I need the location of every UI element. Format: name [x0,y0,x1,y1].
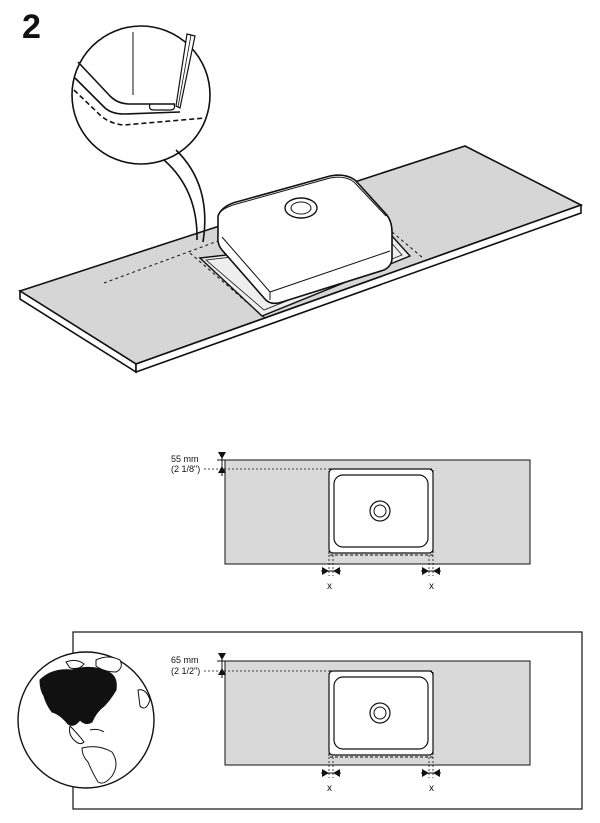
gap-marker-right [421,555,441,576]
gap-label-left: x [327,783,332,794]
step-number: 2 [22,8,41,46]
offset-value-label: 55 mm [171,454,199,464]
gap-marker-left [321,555,341,576]
top-view-diagram-1: 55 mm (2 1/8") x x [171,452,531,592]
gap-label-right: x [429,581,434,592]
offset-imperial-label: (2 1/8") [171,464,200,474]
globe-north-america-icon [17,651,155,789]
offset-imperial-label: (2 1/2") [171,666,200,676]
detail-callout [71,25,211,243]
gap-label-left: x [327,581,332,592]
gap-marker-right [421,757,441,778]
sink-bowl-3d [198,174,412,317]
gap-label-right: x [429,783,434,794]
top-view-diagram-2: 65 mm (2 1/2") x x [171,653,531,794]
offset-value-label: 65 mm [171,655,199,665]
gap-marker-left [321,757,341,778]
